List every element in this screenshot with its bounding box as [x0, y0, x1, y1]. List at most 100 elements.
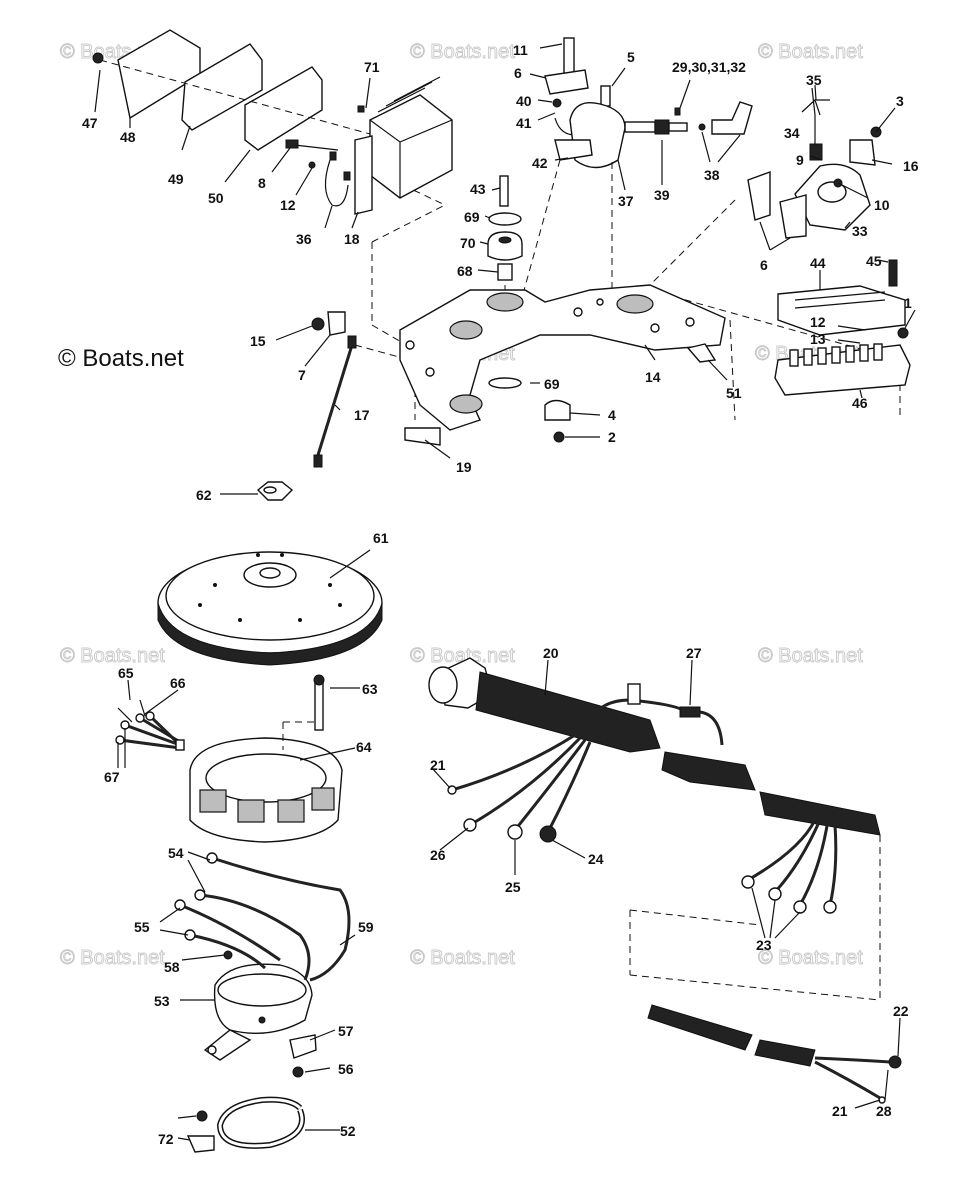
label-66: 66 [170, 675, 186, 691]
washer-69 [488, 212, 522, 226]
label-71: 71 [364, 59, 380, 75]
screw-60 [196, 1110, 208, 1122]
bracket-14 [399, 284, 726, 431]
label-12b: 12 [810, 314, 826, 330]
label-64: 64 [356, 739, 372, 755]
stator-leads [115, 711, 185, 751]
plate-48 [117, 29, 201, 120]
label-35: 35 [806, 72, 822, 88]
cover-44 [777, 285, 906, 336]
stator-64 [189, 674, 343, 843]
watermark-text: © Boats.net [410, 645, 515, 667]
label-55: 55 [134, 919, 150, 935]
label-28: 28 [876, 1103, 892, 1119]
bolt-11 [563, 37, 575, 77]
label-70: 70 [460, 235, 476, 251]
clamp-6 [544, 69, 589, 95]
label-65: 65 [118, 665, 134, 681]
label-44: 44 [810, 255, 826, 271]
label-69b: 69 [544, 376, 560, 392]
label-49: 49 [168, 171, 184, 187]
label-42: 42 [532, 155, 548, 171]
harness-lower [647, 1004, 902, 1104]
label-59: 59 [358, 919, 374, 935]
label-33: 33 [852, 223, 868, 239]
watermark-text: © Boats.net [60, 645, 165, 667]
label-20: 20 [543, 645, 559, 661]
plate-50 [244, 66, 323, 151]
label-47: 47 [82, 115, 98, 131]
label-67: 67 [104, 769, 120, 785]
label-62: 62 [196, 487, 212, 503]
spark-boot-39 [654, 119, 670, 135]
label-53: 53 [154, 993, 170, 1009]
leader-lines [354, 159, 901, 421]
label-6b: 6 [760, 257, 768, 273]
mount-stack [487, 175, 523, 281]
watermark-text: © Boats.net [758, 947, 863, 969]
terminal-block [774, 259, 911, 396]
label-46: 46 [852, 395, 868, 411]
label-48: 48 [120, 129, 136, 145]
mounting-plates [92, 29, 446, 206]
label-56: 56 [338, 1061, 354, 1077]
screw-58 [223, 950, 233, 960]
gasket-49 [181, 43, 263, 131]
label-43: 43 [470, 181, 486, 197]
watermark-text: © Boats.net [410, 947, 515, 969]
label-14: 14 [645, 369, 661, 385]
watermark-text: © Boats.net [758, 41, 863, 63]
label-6a: 6 [514, 65, 522, 81]
label-1: 1 [904, 295, 912, 311]
sleeve-68 [497, 263, 513, 281]
clip-4 [544, 399, 571, 421]
clip-72 [186, 1135, 215, 1153]
label-2: 2 [608, 429, 616, 445]
label-25: 25 [505, 879, 521, 895]
nut-2 [553, 431, 565, 443]
label-54: 54 [168, 845, 184, 861]
label-17: 17 [354, 407, 370, 423]
label-52: 52 [340, 1123, 356, 1139]
label-40: 40 [516, 93, 532, 109]
lead-17 [316, 344, 354, 456]
terminal-bracket-33 [747, 98, 882, 239]
label-37: 37 [618, 193, 634, 209]
watermark-text: © Boats.net [60, 947, 165, 969]
ignition-coil-assembly [544, 37, 753, 169]
harness-20 [428, 657, 881, 1001]
label-39: 39 [654, 187, 670, 203]
label-9: 9 [796, 152, 804, 168]
label-26: 26 [430, 847, 446, 863]
small-clips [311, 311, 717, 468]
screw-63 [314, 679, 324, 731]
label-63: 63 [362, 681, 378, 697]
label-4: 4 [608, 407, 616, 423]
power-pack-18 [285, 76, 453, 215]
label-12a: 12 [280, 197, 296, 213]
clamp-6b [747, 171, 771, 221]
label-11: 11 [513, 42, 528, 58]
flywheel-61 [157, 481, 383, 666]
label-19: 19 [456, 459, 472, 475]
label-50: 50 [208, 190, 224, 206]
label-36: 36 [296, 231, 312, 247]
screw-15 [311, 317, 325, 331]
terminal-28 [888, 1055, 902, 1069]
label-16: 16 [903, 158, 919, 174]
label-51: 51 [726, 385, 742, 401]
part-labels: 1 2 3 4 5 6 6 7 8 9 10 11 12 12 13 14 15… [82, 42, 919, 1147]
label-7: 7 [298, 367, 306, 383]
label-34: 34 [784, 125, 800, 141]
screw-47 [92, 52, 104, 64]
label-5: 5 [627, 49, 635, 65]
label-57: 57 [338, 1023, 354, 1039]
label-29-32: 29,30,31,32 [672, 59, 746, 75]
label-15: 15 [250, 333, 266, 349]
label-68: 68 [457, 263, 473, 279]
label-58: 58 [164, 959, 180, 975]
label-38: 38 [704, 167, 720, 183]
clip-51 [686, 343, 717, 363]
callout-lines [94, 43, 916, 1141]
label-41: 41 [516, 115, 532, 131]
